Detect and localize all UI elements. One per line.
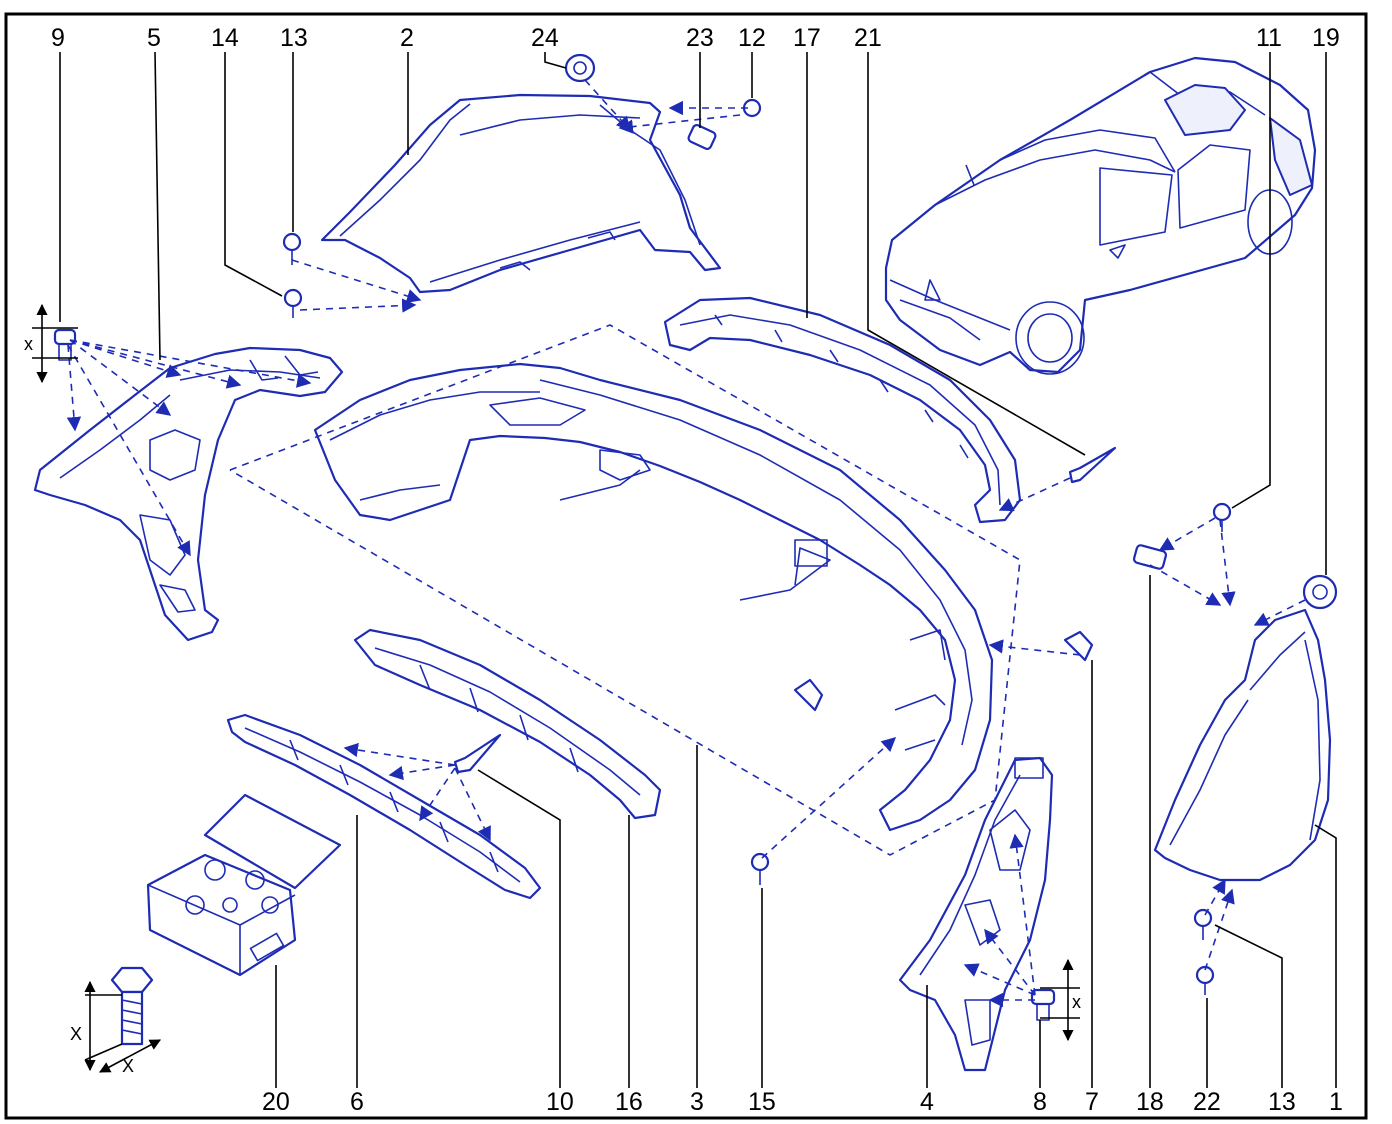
part-1-rear-liner xyxy=(1153,608,1332,882)
callout-3: 3 xyxy=(690,1088,704,1116)
clip-7-icon xyxy=(1063,630,1094,662)
callout-labels-bottom: 20 6 10 16 3 15 4 8 7 18 22 13 1 xyxy=(262,1088,1343,1116)
callout-18: 18 xyxy=(1136,1088,1164,1116)
callout-15: 15 xyxy=(748,1088,776,1116)
screw-11-icon xyxy=(1212,502,1232,522)
screw-13b-icon xyxy=(1193,908,1213,928)
screw-14-icon xyxy=(283,288,303,308)
callout-13b: 13 xyxy=(1268,1088,1296,1116)
assembly-lines xyxy=(66,79,1306,1008)
bolt-icon xyxy=(110,966,154,1046)
callout-4: 4 xyxy=(920,1088,934,1116)
callout-19: 19 xyxy=(1312,24,1340,52)
callout-1: 1 xyxy=(1329,1088,1343,1116)
rivet-21-icon xyxy=(1068,446,1117,484)
callout-14: 14 xyxy=(211,24,239,52)
diagram-border xyxy=(4,12,1368,1120)
dim-label-clip-right: x xyxy=(1072,992,1081,1012)
part-3-bumper-shell xyxy=(313,362,994,832)
dim-label-bolt-width: X xyxy=(122,1056,134,1076)
callout-6: 6 xyxy=(350,1088,364,1116)
part-2-arch-liner xyxy=(320,93,722,294)
clip-18-icon xyxy=(1132,544,1168,570)
rivet-10-icon xyxy=(453,733,502,774)
callout-16: 16 xyxy=(615,1088,643,1116)
car-illustration xyxy=(884,56,1317,375)
callout-11: 11 xyxy=(1256,24,1282,52)
grommet-19-icon xyxy=(1302,574,1338,610)
leader-lines xyxy=(59,51,1337,1088)
callout-23: 23 xyxy=(686,24,714,52)
callout-labels-top: 9 5 14 13 2 24 23 12 17 21 11 19 xyxy=(51,24,1340,52)
callout-5: 5 xyxy=(147,24,161,52)
callout-2: 2 xyxy=(400,24,414,52)
part-6-beam xyxy=(226,713,542,900)
clip-23-icon xyxy=(687,123,717,151)
callout-17: 17 xyxy=(793,24,821,52)
dim-label-clip-left: x xyxy=(24,334,33,354)
callout-22: 22 xyxy=(1193,1088,1221,1116)
part-20-fastener-box xyxy=(146,793,342,977)
grommet-24-icon xyxy=(564,53,596,83)
clip-7b-icon xyxy=(793,678,824,712)
callout-8: 8 xyxy=(1033,1088,1047,1116)
callout-24: 24 xyxy=(531,24,559,52)
part-16-absorber xyxy=(353,628,662,820)
callout-7: 7 xyxy=(1085,1088,1099,1116)
screw-13-icon xyxy=(282,232,302,252)
callout-21: 21 xyxy=(854,24,882,52)
dim-label-bolt-height: X xyxy=(70,1024,82,1044)
screw-15-icon xyxy=(750,852,770,872)
dimension-marks: x x X X xyxy=(24,303,1081,1076)
part-17-upper-trim xyxy=(663,296,1022,524)
callout-10: 10 xyxy=(546,1088,574,1116)
callout-12: 12 xyxy=(738,24,766,52)
callout-13: 13 xyxy=(280,24,308,52)
callout-20: 20 xyxy=(262,1088,290,1116)
part-5-left-bracket xyxy=(33,346,344,642)
callout-9: 9 xyxy=(51,24,65,52)
fastener-group xyxy=(53,53,1338,1046)
